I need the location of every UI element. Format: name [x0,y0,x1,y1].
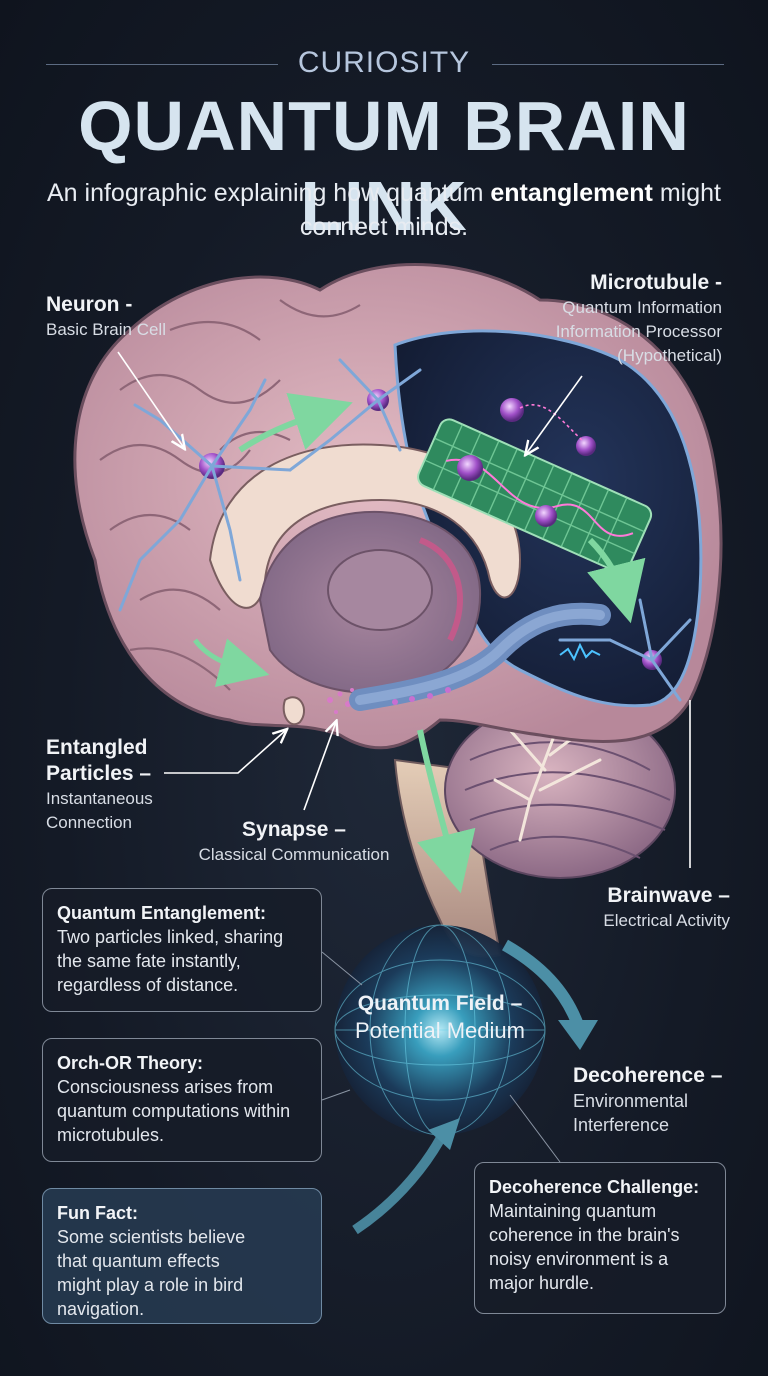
subtitle-bold: entanglement [490,179,653,207]
microtubule-title: Microtubule - [590,271,722,294]
card-line: Some scientists believe [57,1227,246,1247]
microtubule-label: Microtubule - Quantum Information Inform… [556,270,722,368]
card-line: Consciousness arises from [57,1077,274,1097]
card-line: that quantum effects [57,1251,220,1271]
card-line: the same fate instantly, [57,951,241,971]
particle-orb [576,436,596,456]
synapse-title: Synapse – [242,818,346,841]
decoherence-line2: Interference [573,1115,670,1135]
neuron-title: Neuron - [46,293,133,316]
header-rule-left [46,64,278,65]
signal-arrow [587,537,646,624]
signal-arrow [238,392,353,453]
card-line: major hurdle. [489,1273,595,1293]
microtubule-line1: Quantum Information [562,298,722,317]
card-line: navigation. [57,1299,145,1319]
subtitle-post: might connect minds. [299,179,721,241]
card-connectors [321,951,561,1163]
kicker-text: CURIOSITY [297,46,471,79]
entangled-title-2: Particles – [46,762,152,785]
card-line: microtubules. [57,1125,165,1145]
signal-arrow [193,638,270,687]
page-subtitle: An infographic explaining how quantum en… [40,176,728,244]
card-title: Fun Fact: [57,1203,138,1223]
decoherence-arrow [502,939,584,1028]
card-line: might play a role in bird [57,1275,244,1295]
particle-orb [500,398,524,422]
card-line: Two particles linked, sharing [57,927,284,947]
brainwave-subtitle: Electrical Activity [603,911,730,930]
card-orch-or-theory: Orch-OR Theory: Consciousness arises fro… [42,1038,322,1162]
synapse-label: Synapse – Classical Communication [184,817,404,867]
decoherence-title: Decoherence – [573,1064,723,1087]
microtubule-line3: (Hypothetical) [617,346,722,365]
card-title: Orch-OR Theory: [57,1053,204,1073]
card-line: Maintaining quantum [489,1201,657,1221]
card-line: quantum computations within [57,1101,291,1121]
entangled-line2: Connection [46,813,133,832]
card-title: Quantum Entanglement: [57,903,267,923]
synapse-subtitle: Classical Communication [198,845,390,864]
card-line: regardless of distance. [57,975,239,995]
entangled-label: Entangled Particles – Instantaneous Conn… [46,735,153,835]
thalamus [327,549,433,631]
neuron-subtitle: Basic Brain Cell [46,320,166,339]
particle-orb [535,505,557,527]
quantum-field-subtitle: Potential Medium [355,1018,525,1043]
cerebellum-folds [464,741,671,859]
neuron-label: Neuron - Basic Brain Cell [46,292,166,342]
callout-lines [117,351,691,868]
tract-dots [392,687,451,705]
card-decoherence-challenge: Decoherence Challenge: Maintaining quant… [474,1162,726,1314]
brainwave-label: Brainwave – Electrical Activity [603,883,730,933]
quantum-field-title: Quantum Field – [357,992,523,1015]
page-title: QUANTUM BRAIN LINK [78,87,690,245]
particle-orb [457,455,483,481]
subtitle-pre: An infographic explaining how quantum [47,179,491,207]
entangled-title-1: Entangled [46,736,148,759]
card-line: noisy environment is a [489,1249,669,1269]
decoherence-line1: Environmental [573,1091,689,1111]
decoherence-label: Decoherence – Environmental Interference [573,1063,722,1137]
limbic-arc [418,537,463,642]
pituitary [282,696,305,726]
entangled-line1: Instantaneous [46,789,153,808]
microtubule-line2: Information Processor [555,322,722,341]
signal-arrow [417,729,476,894]
card-fun-fact: Fun Fact: Some scientists believe that q… [42,1188,322,1324]
brainwave-trace [559,642,601,662]
card-line: coherence in the brain's [489,1225,680,1245]
field-arrow [352,1127,450,1235]
card-title: Decoherence Challenge: [489,1177,700,1197]
card-quantum-entanglement: Quantum Entanglement: Two particles link… [42,888,322,1012]
brainwave-title: Brainwave – [607,884,730,907]
header-rule-right [492,64,724,65]
